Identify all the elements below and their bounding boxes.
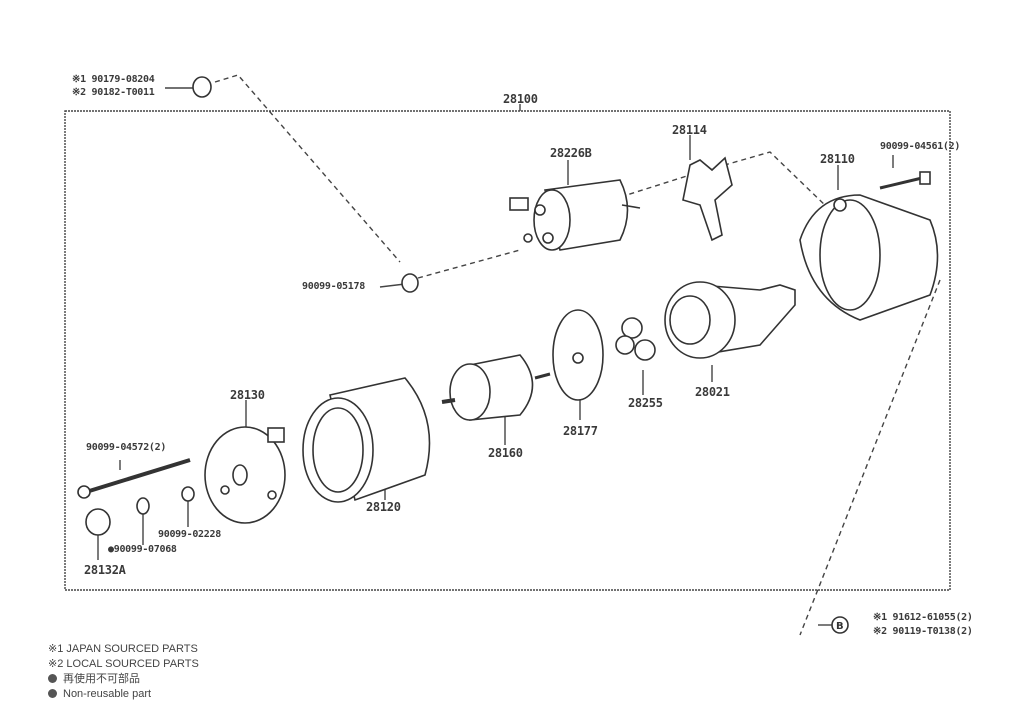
legend-non-reusable-jp: 再使用不可部品 — [48, 672, 199, 687]
label-28226b: 28226B — [550, 146, 592, 160]
bullet-icon — [48, 689, 57, 698]
label-90099-07068: ●90099-07068 — [108, 544, 177, 555]
planetary-gears — [615, 317, 656, 361]
armature — [441, 354, 551, 421]
callout-bottom-right-1: ※1 91612-61055(2) — [873, 612, 973, 623]
legend-local: ※2 LOCAL SOURCED PARTS — [48, 658, 199, 670]
label-28110: 28110 — [820, 152, 855, 166]
label-28130: 28130 — [230, 388, 265, 402]
starter-clutch — [664, 281, 796, 359]
label-90099-05178: 90099-05178 — [302, 281, 365, 292]
solenoid-switch — [509, 179, 641, 251]
commutator-end-frame — [204, 426, 286, 524]
label-28100: 28100 — [503, 92, 538, 106]
legend-non-reusable-en: Non-reusable part — [48, 687, 199, 702]
label-28255: 28255 — [628, 396, 663, 410]
label-90099-02228: 90099-02228 — [158, 529, 221, 540]
callout-top-left-1: ※1 90179-08204 — [72, 74, 155, 85]
legend-text: Non-reusable part — [63, 688, 152, 700]
callout-top-left-2: ※2 90182-T0011 — [72, 87, 155, 98]
cap-28132a — [85, 508, 111, 536]
oring-07068 — [136, 497, 150, 515]
nut-top — [192, 76, 212, 98]
drive-lever — [682, 156, 733, 242]
starter-housing — [799, 194, 939, 321]
marker-b-circle — [831, 616, 849, 634]
label-28177: 28177 — [563, 424, 598, 438]
nut-05178 — [401, 273, 419, 293]
assembly-guide-lines — [214, 74, 941, 636]
label-28120: 28120 — [366, 500, 401, 514]
label-28160: 28160 — [488, 446, 523, 460]
washer-02228 — [181, 486, 195, 502]
legend-japan: ※1 JAPAN SOURCED PARTS — [48, 643, 198, 655]
callout-bottom-right-2: ※2 90119-T0138(2) — [873, 626, 973, 637]
bolt-04561 — [879, 176, 923, 190]
through-bolt — [85, 458, 191, 494]
yoke — [302, 377, 431, 503]
label-90099-04561: 90099-04561(2) — [880, 141, 961, 152]
legend-text: 再使用不可部品 — [63, 673, 140, 685]
legend: ※1 JAPAN SOURCED PARTS ※2 LOCAL SOURCED … — [48, 642, 199, 702]
bullet-icon — [48, 674, 57, 683]
label-90099-04572: 90099-04572(2) — [86, 442, 167, 453]
label-28021: 28021 — [695, 385, 730, 399]
assembly-frame — [64, 110, 951, 591]
label-28132a: 28132A — [84, 563, 126, 577]
label-28114: 28114 — [672, 123, 707, 137]
marker-b: B — [836, 621, 844, 632]
